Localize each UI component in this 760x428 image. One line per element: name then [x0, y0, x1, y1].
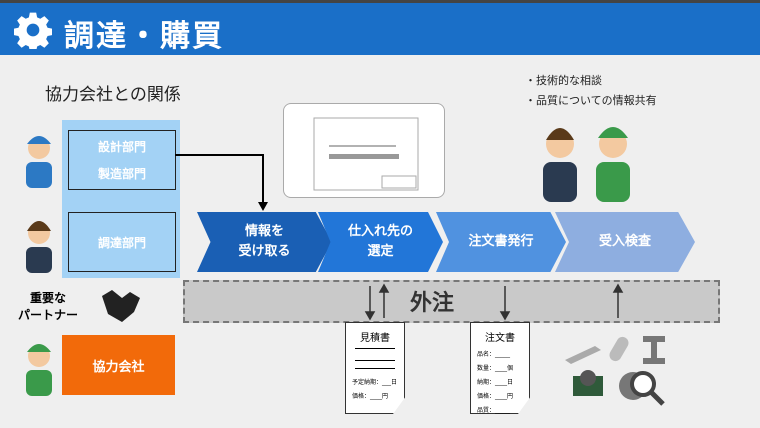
step-text: 選定: [367, 244, 394, 259]
order-row: 品質：_____: [477, 407, 511, 414]
technical-drawing-icon: [313, 117, 419, 191]
step-text: 受け取る: [238, 244, 291, 259]
order-row: 価格：____円: [477, 393, 514, 400]
partner-person-icon: [26, 344, 52, 396]
engineer-person-icon: [26, 136, 52, 188]
quote-title: 見積書: [360, 333, 390, 344]
quote-row: 価格：____円: [352, 393, 389, 400]
outsource-label: 外注: [410, 291, 455, 316]
partner-label-line: 重要な: [30, 291, 67, 305]
design-manufacturing-box: 設計部門 製造部門: [68, 130, 176, 190]
header-bar: 調達・購買: [0, 3, 760, 55]
partner-label-line: パートナー: [18, 308, 79, 322]
step-issue-order: 注文書発行: [436, 212, 566, 272]
step-text: 受入検査: [598, 234, 651, 249]
step-text: 情報を: [244, 224, 284, 239]
handshake-icon: [102, 290, 140, 322]
outsource-band: [183, 280, 720, 323]
order-row: 納期：____日: [477, 379, 514, 386]
dept-procurement: 調達部門: [97, 235, 146, 250]
order-row: 数量：____個: [477, 365, 514, 372]
step-select-supplier: 仕入れ先の選定: [318, 212, 443, 272]
order-row: 品名：_____: [477, 351, 511, 358]
dept-manufacturing: 製造部門: [97, 167, 146, 181]
step-inspection: 受入検査: [555, 212, 695, 272]
step-text: 注文書発行: [468, 234, 534, 249]
step-text: 仕入れ先の: [347, 224, 413, 239]
order-title: 注文書: [485, 333, 515, 344]
dept-design: 設計部門: [97, 140, 146, 154]
company-panel: 設計部門 製造部門 調達部門: [62, 120, 180, 278]
partner-label: 重要な パートナー: [18, 290, 78, 324]
quote-document: 見積書 予定納期：___日 価格：____円: [345, 322, 405, 414]
buyer-person-icon: [26, 221, 52, 273]
section-subtitle: 協力会社との関係: [45, 85, 181, 105]
drawing-callout: [283, 103, 445, 198]
top-strip: [0, 0, 760, 3]
step-receive-info: 情報を受け取る: [197, 212, 332, 272]
flow-arrows: [364, 283, 624, 321]
procurement-box: 調達部門: [68, 212, 176, 272]
bullet-tech-consult: ・技術的な相談: [525, 74, 602, 87]
gear-icon: [14, 12, 52, 49]
materials-parts-icon: [565, 336, 665, 406]
cooperating-company-box: 協力会社: [62, 335, 175, 395]
consulting-people-icon: [543, 127, 630, 202]
order-document: 注文書 品名：_____ 数量：____個 納期：____日 価格：____円 …: [470, 322, 530, 414]
info-flow-arrow: [175, 154, 268, 211]
bullet-quality-share: ・品質についての情報共有: [525, 94, 657, 107]
quote-row: 予定納期：___日: [352, 379, 398, 386]
page-title: 調達・購買: [64, 19, 224, 54]
